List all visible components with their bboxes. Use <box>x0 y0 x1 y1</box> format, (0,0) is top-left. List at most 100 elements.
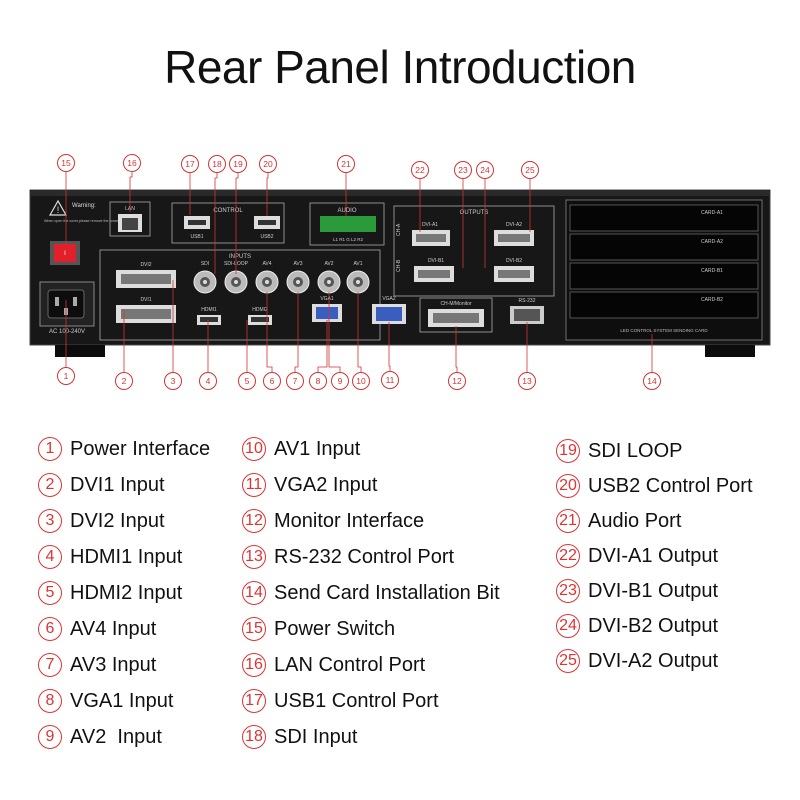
callout-leader-line <box>317 320 328 372</box>
usb2-port[interactable] <box>254 216 280 229</box>
legend-number: 7 <box>38 653 62 677</box>
legend-label: USB2 Control Port <box>588 474 753 497</box>
bnc-sdi[interactable] <box>193 270 217 294</box>
legend-label: DVI1 Input <box>70 473 165 496</box>
callout-number: 4 <box>206 376 211 386</box>
hdmi1-port[interactable] <box>197 315 221 325</box>
audio-port[interactable]: AUDIO L1 R1 G L2 R2 <box>309 202 385 246</box>
page-title: Rear Panel Introduction <box>164 41 636 93</box>
callout-number: 12 <box>452 376 462 386</box>
warning-text: When open the cover,please remove the po… <box>44 219 131 223</box>
legend-number: 6 <box>38 617 62 641</box>
dvi-b2-port[interactable] <box>494 266 534 282</box>
legend-number: 22 <box>556 544 580 568</box>
callout-22: 22 <box>411 161 429 232</box>
legend-label: SDI Input <box>274 725 358 748</box>
callout-number: 10 <box>356 376 366 386</box>
callout-number: 25 <box>525 165 535 175</box>
hdmi1-label: HDMI1 <box>201 307 217 313</box>
usb1-port[interactable] <box>184 216 210 229</box>
callout-leader-line <box>266 292 273 372</box>
rear-panel-diagram: ! Warning: When open the cover,please re… <box>29 154 771 390</box>
callout-circle <box>208 155 226 173</box>
callout-number: 19 <box>233 159 243 169</box>
dvi2-label: DVI2 <box>140 262 151 268</box>
hdmi2-port[interactable] <box>248 315 272 325</box>
card-slot-b1[interactable] <box>569 262 759 290</box>
legend-number: 18 <box>242 725 266 749</box>
callout-leader-line <box>214 173 218 274</box>
warning-label: ! Warning: When open the cover,please re… <box>44 199 131 223</box>
legend-number: 15 <box>242 617 266 641</box>
vga1-label: VGA1 <box>320 296 334 302</box>
callout-circle <box>238 372 256 390</box>
callout-circle <box>411 161 429 179</box>
power-switch[interactable]: I <box>50 241 80 265</box>
bnc-sdi-loop[interactable] <box>224 270 248 294</box>
callout-circle <box>164 372 182 390</box>
vga1-port[interactable] <box>312 304 342 322</box>
legend-label: LAN Control Port <box>274 653 426 676</box>
dvi1-port[interactable] <box>116 305 176 323</box>
callout-leader-line <box>328 292 341 372</box>
legend-number: 1 <box>38 437 62 461</box>
rs232-port[interactable] <box>510 306 544 324</box>
callout-circle <box>181 155 199 173</box>
card-slot-b2[interactable] <box>569 291 759 319</box>
legend-number: 23 <box>556 579 580 603</box>
card-b2-label: CARD-B2 <box>701 297 723 303</box>
callout-circle <box>57 154 75 172</box>
callout-circle <box>518 372 536 390</box>
card-footer-label: LED CONTROL SYSTEM SENDING CARD <box>620 328 708 333</box>
bnc-av4[interactable] <box>255 270 279 294</box>
legend-number: 14 <box>242 581 266 605</box>
bnc-av1[interactable] <box>346 270 370 294</box>
callout-23: 23 <box>454 161 472 268</box>
dvi-b1-port[interactable] <box>414 266 454 282</box>
callout-leader-line <box>294 292 299 372</box>
monitor-label: CH-M/Monitor <box>440 301 471 307</box>
callout-circle <box>309 372 327 390</box>
bnc-av2[interactable] <box>317 270 341 294</box>
callout-number: 18 <box>212 159 222 169</box>
callout-4: 4 <box>199 320 217 390</box>
callout-circle <box>331 372 349 390</box>
monitor-port[interactable] <box>428 309 484 327</box>
callout-5: 5 <box>238 320 256 390</box>
legend-label: DVI-B1 Output <box>588 579 719 602</box>
hdmi2-label: HDMI2 <box>252 307 268 313</box>
card-slot-a2[interactable] <box>569 233 759 261</box>
callout-number: 16 <box>127 158 137 168</box>
bnc-av3[interactable] <box>286 270 310 294</box>
av3-label: AV3 <box>293 261 302 267</box>
vga2-port[interactable] <box>372 304 406 324</box>
dvi2-port[interactable] <box>116 270 176 288</box>
dvi-a1-port[interactable] <box>412 230 450 246</box>
legend-label: VGA1 Input <box>70 689 174 712</box>
legend-label: Monitor Interface <box>274 509 425 532</box>
callout-number: 8 <box>316 376 321 386</box>
legend-number: 24 <box>556 614 580 638</box>
power-socket[interactable]: AC 100-240V <box>39 281 95 335</box>
vga2-label: VGA2 <box>382 296 396 302</box>
legend-number: 19 <box>556 439 580 463</box>
dvi-a2-port[interactable] <box>494 230 534 246</box>
callout-leader-line <box>455 326 458 372</box>
card-slot-a1[interactable] <box>569 204 759 232</box>
callout-circle <box>643 372 661 390</box>
foot-left <box>55 345 105 357</box>
legend-label: AV1 Input <box>274 437 361 460</box>
legend-number: 25 <box>556 649 580 673</box>
callout-21: 21 <box>337 155 355 216</box>
legend-label: DVI-A2 Output <box>588 649 719 672</box>
callout-19: 19 <box>229 155 247 274</box>
